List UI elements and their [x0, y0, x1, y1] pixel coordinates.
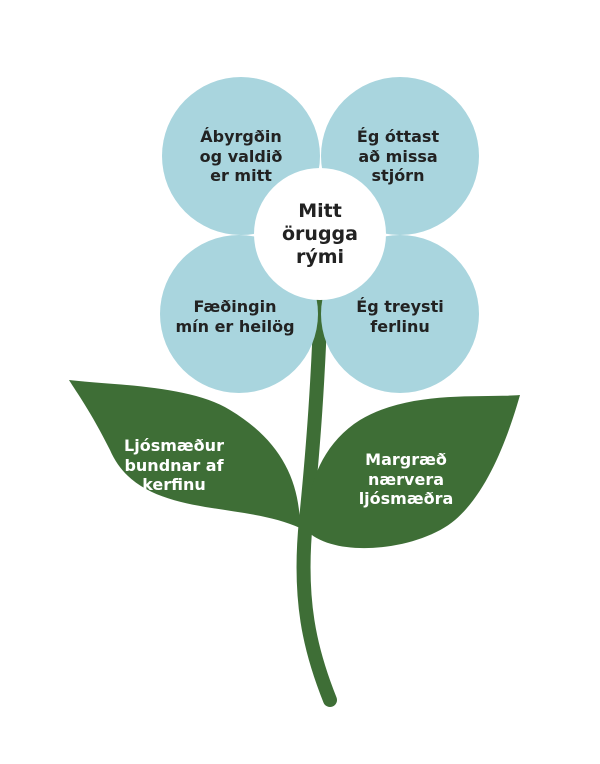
petal-text-line: og valdið [199, 146, 283, 166]
petal-text-line: Ég óttast [356, 127, 440, 146]
petal-text-line: Fæðingin [193, 297, 277, 316]
leaf-text-line: Ljósmæður [124, 436, 224, 455]
petal-text-line: að missa [358, 146, 438, 166]
petal-text-line: mín er heilög [175, 316, 295, 336]
leaf-left-label: Ljósmæður bundnar af kerfinu [104, 436, 244, 495]
petal-text-line: Ég treysti [356, 297, 444, 316]
petal-bottom-right-label: Ég treysti ferlinu [325, 297, 475, 336]
flower-center [254, 168, 386, 300]
center-label: Mitt örugga rými [260, 200, 380, 268]
leaf-text-line: nærvera [367, 469, 444, 489]
leaf-text-line: bundnar af [124, 455, 224, 475]
center-text-line: rými [295, 245, 345, 268]
leaf-text-line: Margræð [365, 450, 447, 469]
petal-text-line: stjórn [371, 166, 425, 186]
leaf-right-label: Margræð nærvera ljósmæðra [336, 450, 476, 509]
petal-text-line: er mitt [210, 166, 272, 186]
petal-top-right-label: Ég óttast að missa stjórn [323, 127, 473, 186]
petal-text-line: Ábyrgðin [200, 127, 282, 146]
leaf-text-line: kerfinu [142, 475, 206, 495]
center-text-line: örugga [282, 222, 358, 245]
center-text-line: Mitt [298, 200, 342, 222]
petal-text-line: ferlinu [370, 316, 430, 336]
petal-bottom-left-label: Fæðingin mín er heilög [160, 297, 310, 336]
leaf-text-line: ljósmæðra [358, 489, 454, 509]
leaf-right [306, 395, 520, 549]
petal-top-left-label: Ábyrgðin og valdið er mitt [166, 127, 316, 186]
stem [296, 291, 337, 707]
leaf-left [69, 380, 300, 528]
